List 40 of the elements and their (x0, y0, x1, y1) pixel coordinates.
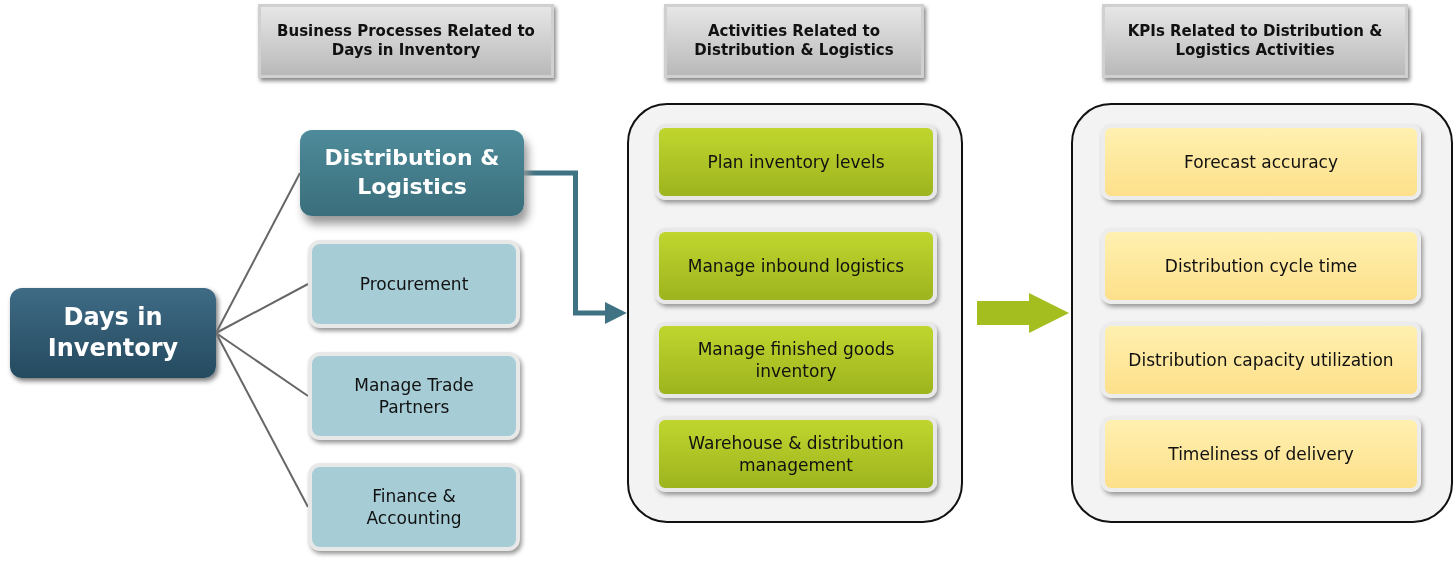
node-label: Warehouse & distribution management (687, 431, 905, 477)
node-label: Manage inbound logistics (687, 254, 905, 278)
process-box (308, 240, 520, 328)
node-label: Forecast accuracy (1183, 150, 1338, 174)
node-label: Activities Related to Distribution & Logistics (693, 21, 895, 61)
node-label: Plan inventory levels (707, 150, 885, 174)
group-panel (627, 103, 963, 523)
node-label: Manage Trade Partners (353, 373, 475, 419)
activity-box (655, 228, 937, 304)
process-box (308, 463, 520, 551)
node-label: KPIs Related to Distribution & Logistics Activities (1126, 21, 1384, 61)
kpi-box (1101, 228, 1421, 304)
header-box (258, 4, 554, 78)
node-label: Procurement (359, 272, 469, 296)
kpi-box (1101, 416, 1421, 492)
kpi-box (1101, 322, 1421, 398)
process-box (300, 130, 524, 216)
kpi-box (1101, 124, 1421, 200)
activity-box (655, 124, 937, 200)
connector-line (215, 332, 309, 397)
root-box (10, 288, 216, 378)
node-label: Manage finished goods inventory (696, 337, 896, 383)
node-label: Distribution & Logistics (323, 144, 501, 201)
node-label: Timeliness of delivery (1168, 442, 1354, 466)
node-label: Business Processes Related to Days in Inventory (276, 21, 536, 61)
connector-line (215, 172, 301, 334)
connector-line (215, 283, 309, 334)
group-panel (1071, 103, 1453, 523)
node-label: Distribution cycle time (1164, 254, 1358, 278)
header-box (664, 4, 924, 78)
activity-box (655, 322, 937, 398)
arrow (524, 170, 627, 324)
node-label: Days in Inventory (46, 301, 180, 364)
node-label: Finance & Accounting (365, 484, 463, 530)
node-label: Distribution capacity utilization (1128, 348, 1394, 372)
arrow (977, 293, 1069, 333)
connector-line (215, 332, 309, 508)
process-box (308, 352, 520, 440)
activity-box (655, 416, 937, 492)
header-box (1102, 4, 1408, 78)
